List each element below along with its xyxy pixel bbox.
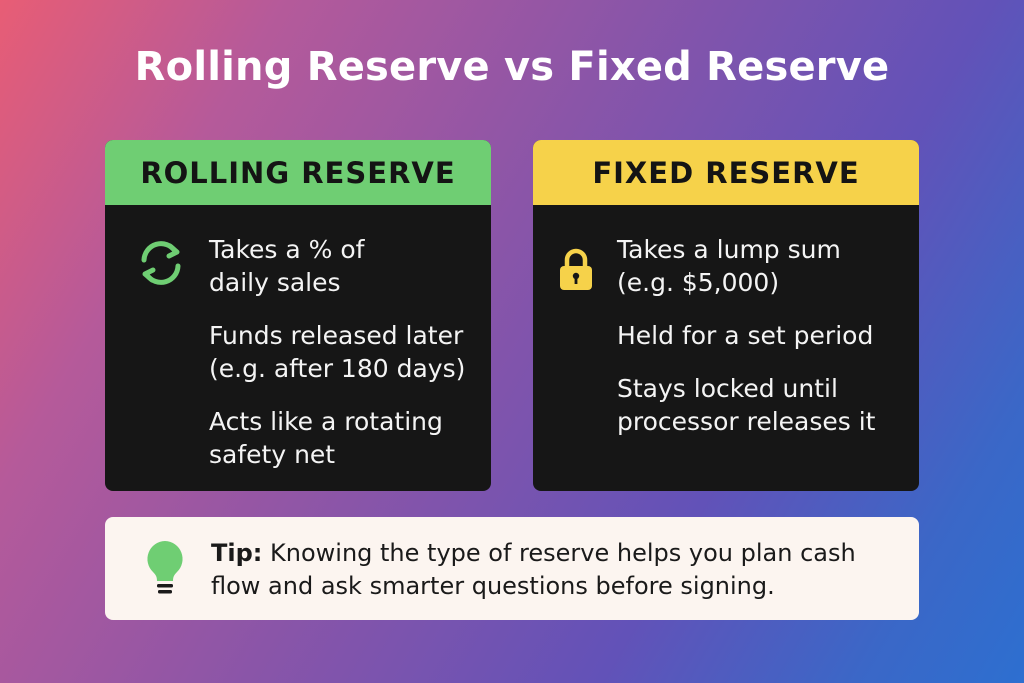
tip-label: Tip: xyxy=(211,539,263,567)
fixed-reserve-header: FIXED RESERVE xyxy=(533,140,919,205)
fixed-reserve-body: Takes a lump sum (e.g. $5,000) Held for … xyxy=(533,205,919,438)
fixed-bullet: Stays locked until processor releases it xyxy=(617,374,876,436)
rolling-reserve-header: ROLLING RESERVE xyxy=(105,140,491,205)
rolling-reserve-card: ROLLING RESERVE Takes a % of daily sales… xyxy=(105,140,491,491)
lightbulb-icon xyxy=(143,539,187,603)
tip-message: Knowing the type of reserve helps you pl… xyxy=(211,539,856,600)
rolling-reserve-body: Takes a % of daily sales Funds released … xyxy=(105,205,491,471)
rolling-bullet: Takes a % of daily sales xyxy=(209,235,365,297)
lock-icon xyxy=(557,247,595,295)
refresh-icon xyxy=(135,237,187,293)
fixed-reserve-card: FIXED RESERVE Takes a lump sum (e.g. $5,… xyxy=(533,140,919,491)
page-title: Rolling Reserve vs Fixed Reserve xyxy=(134,44,890,90)
fixed-bullet: Held for a set period xyxy=(617,321,874,350)
rolling-bullet: Funds released later (e.g. after 180 day… xyxy=(209,321,466,383)
tip-text: Tip: Knowing the type of reserve helps y… xyxy=(211,537,901,603)
fixed-bullet: Takes a lump sum (e.g. $5,000) xyxy=(617,235,841,297)
tip-box: Tip: Knowing the type of reserve helps y… xyxy=(105,517,919,620)
rolling-bullet: Acts like a rotating safety net xyxy=(209,407,443,469)
